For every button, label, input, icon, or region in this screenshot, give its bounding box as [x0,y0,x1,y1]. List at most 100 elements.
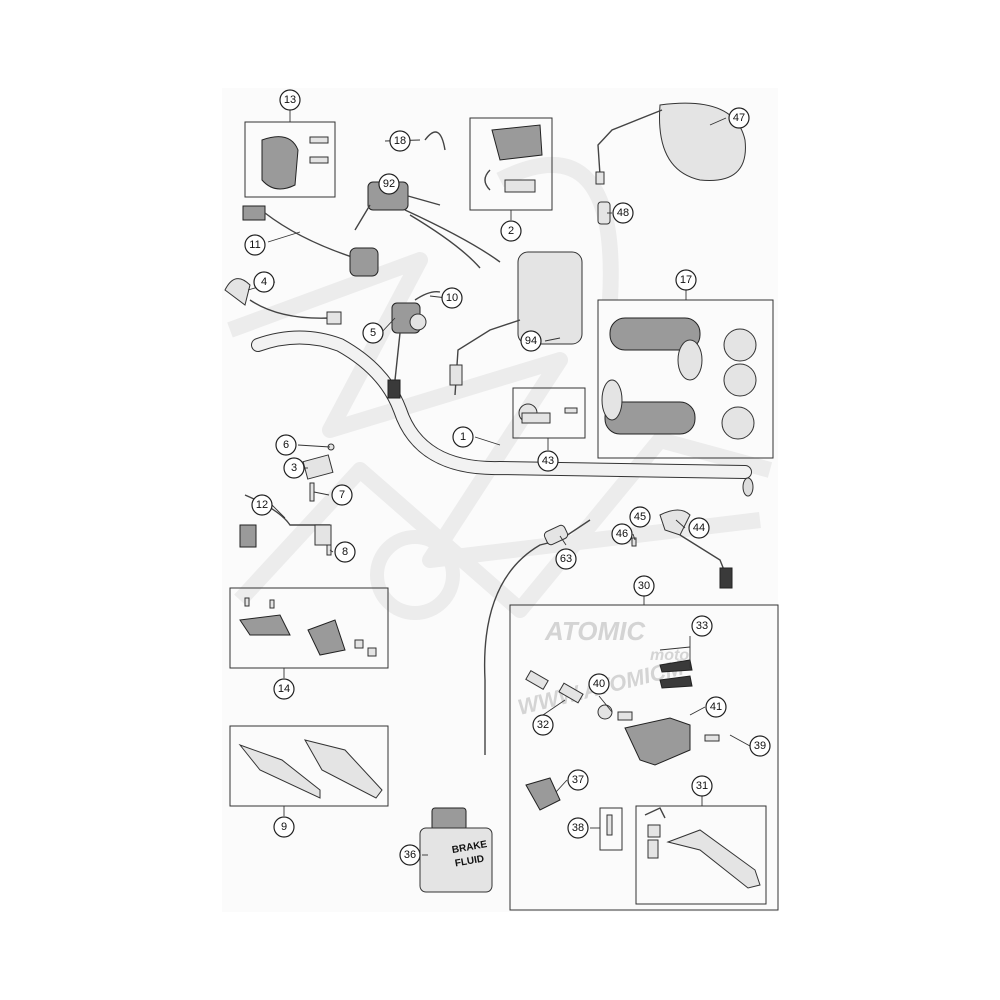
mirror [595,102,746,185]
svg-text:47: 47 [733,112,745,124]
svg-text:7: 7 [339,489,345,501]
callout-18: 18 [389,130,411,152]
svg-text:94: 94 [525,335,537,347]
map-switch [387,290,441,399]
cable-tie [424,131,446,151]
svg-text:92: 92 [383,178,395,190]
svg-text:10: 10 [446,292,458,304]
switch-housing [261,136,329,190]
box-31 [635,805,767,905]
svg-text:39: 39 [754,740,766,752]
svg-text:40: 40 [593,678,605,690]
clamp [518,403,578,424]
hand-guards [238,739,383,799]
svg-text:9: 9 [281,821,287,833]
svg-text:12: 12 [256,499,268,511]
brake-lever [644,807,761,889]
callout-41: 41 [705,696,727,718]
pin-38 [606,814,613,836]
box-38 [599,807,623,851]
svg-text:8: 8 [342,546,348,558]
callout-46: 46 [611,523,633,545]
grips [601,317,757,440]
svg-text:30: 30 [638,580,650,592]
starter-switch [484,124,543,193]
clutch-cable [483,519,591,755]
svg-text:32: 32 [537,719,549,731]
callout-31: 31 [691,775,713,797]
svg-text:44: 44 [693,522,705,534]
box-43 [512,387,586,439]
clutch-switch [239,494,332,556]
cover-plate [302,443,335,502]
callout-1: 1 [452,426,474,448]
svg-text:36: 36 [404,849,416,861]
callout-38: 38 [567,817,589,839]
callout-10: 10 [441,287,463,309]
handlebar [251,330,754,497]
callout-2: 2 [500,220,522,242]
callout-40: 40 [588,673,610,695]
callout-92: 92 [378,173,400,195]
svg-text:48: 48 [617,207,629,219]
svg-text:11: 11 [249,239,260,251]
callout-33: 33 [691,615,713,637]
master-cylinder-parts [525,659,720,811]
callout-17: 17 [675,269,697,291]
svg-text:18: 18 [394,135,406,147]
wiring-harness-11 [242,205,379,277]
svg-text:31: 31 [696,780,708,792]
bottle-label-line2: FLUID [454,854,485,870]
callout-6: 6 [275,434,297,456]
callout-9: 9 [273,816,295,838]
svg-text:45: 45 [634,511,646,523]
box-14 [229,587,389,669]
svg-text:38: 38 [572,822,584,834]
svg-text:17: 17 [680,274,692,286]
svg-text:6: 6 [283,439,289,451]
hot-start-lever [631,509,733,589]
callout-45: 45 [629,506,651,528]
box-9 [229,725,389,807]
svg-text:5: 5 [370,327,376,339]
brake-fluid-bottle: BRAKE FLUID [419,807,493,893]
svg-text:33: 33 [696,620,708,632]
callout-48: 48 [612,202,634,224]
callout-7: 7 [331,484,353,506]
callout-13: 13 [279,89,301,111]
callout-43: 43 [537,450,559,472]
svg-text:13: 13 [284,94,296,106]
svg-text:46: 46 [616,528,628,540]
svg-text:41: 41 [710,701,722,713]
mirror-mount-body [449,251,583,396]
callout-30: 30 [633,575,655,597]
switch-4 [224,278,342,325]
callout-11: 11 [244,234,266,256]
box-17 [597,299,774,459]
callout-5: 5 [362,322,384,344]
callout-14: 14 [273,678,295,700]
svg-text:3: 3 [291,462,297,474]
svg-text:37: 37 [572,774,584,786]
watermark-sub: moto [650,647,689,664]
callout-12: 12 [251,494,273,516]
diagram-background [222,88,778,912]
callout-44: 44 [688,517,710,539]
callout-4: 4 [253,271,275,293]
callout-8: 8 [334,541,356,563]
watermark-brand: ATOMIC [544,616,646,646]
svg-text:43: 43 [542,455,554,467]
callout-94: 94 [520,330,542,352]
svg-text:2: 2 [508,225,514,237]
callout-32: 32 [532,714,554,736]
svg-text:4: 4 [261,276,267,288]
callout-63: 63 [555,548,577,570]
svg-text:14: 14 [278,683,290,695]
callout-37: 37 [567,769,589,791]
callout-39: 39 [749,735,771,757]
lever-bracket-parts [239,597,377,657]
svg-text:1: 1 [460,431,466,443]
callout-47: 47 [728,107,750,129]
